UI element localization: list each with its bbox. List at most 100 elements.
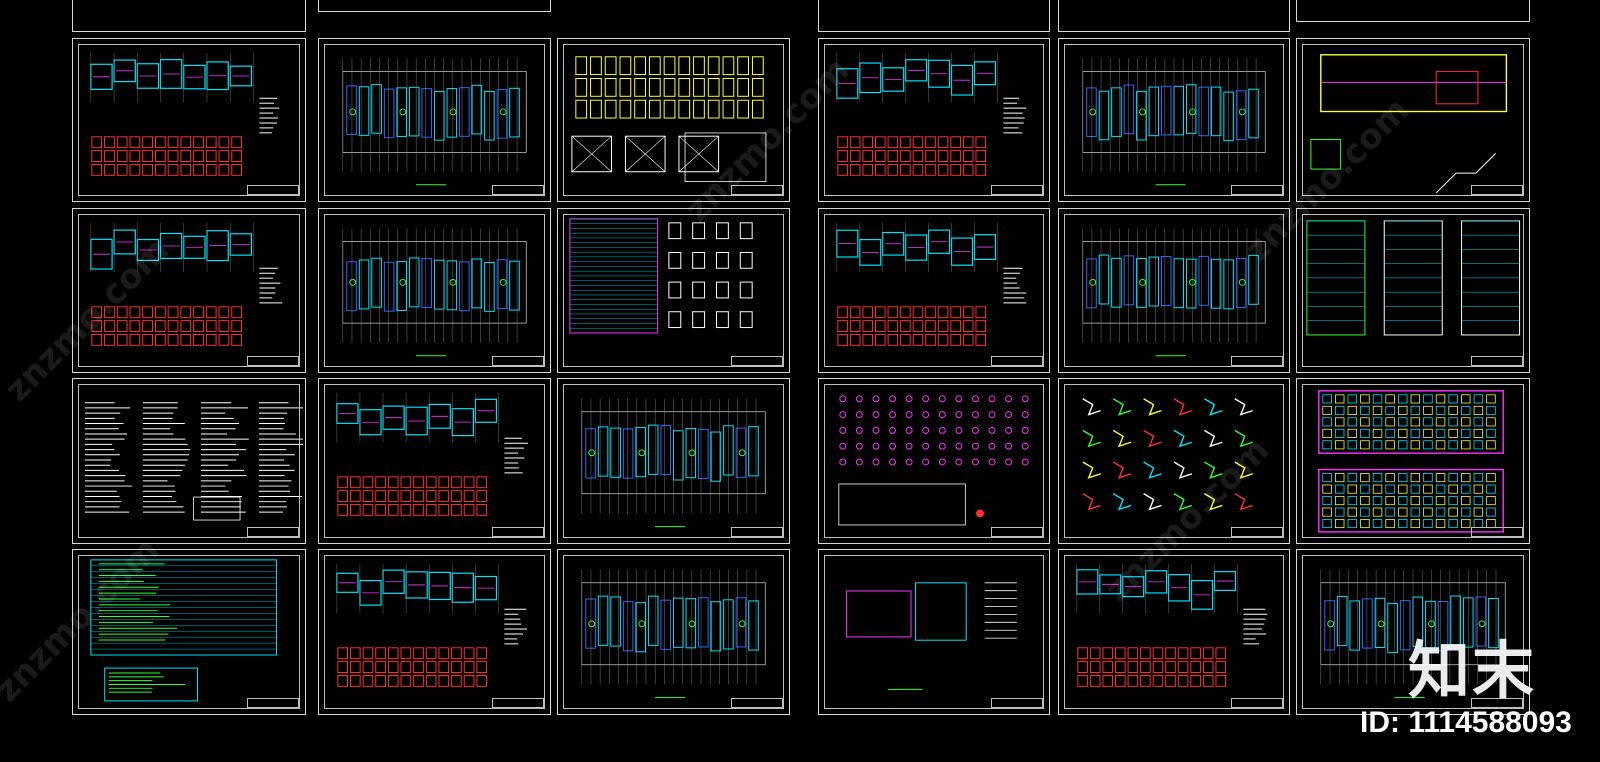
sheet-plan-1	[72, 38, 306, 202]
drawing-content	[336, 392, 529, 516]
sheet-inner-frame	[78, 44, 300, 196]
title-block	[991, 527, 1043, 537]
sheet-node-details	[1058, 378, 1290, 544]
title-block	[991, 698, 1043, 708]
sheet-stair-details	[818, 549, 1050, 715]
sheet-floor-plan-g	[1296, 549, 1530, 715]
drawing-content	[342, 228, 527, 357]
sheet-inner-frame	[824, 555, 1044, 709]
title-block	[247, 356, 299, 366]
title-block	[991, 185, 1043, 195]
title-block	[731, 527, 783, 537]
title-block	[1231, 527, 1283, 537]
sheet-floor-plan-f	[1058, 208, 1290, 373]
drawing-content	[836, 222, 1027, 346]
sheet-elevations	[1296, 378, 1530, 544]
sheet-sections	[1296, 208, 1530, 373]
drawing-content	[1310, 54, 1508, 194]
title-block	[247, 527, 299, 537]
sheet-inner-frame	[563, 44, 784, 196]
drawing-content	[342, 58, 527, 186]
title-block	[492, 698, 544, 708]
sheet-top-partial-1	[72, 0, 306, 32]
drawing-content	[1076, 563, 1268, 687]
title-block	[492, 356, 544, 366]
title-block	[731, 356, 783, 366]
sheet-inner-frame	[824, 384, 1044, 538]
drawing-content	[90, 52, 280, 176]
sheet-inner-frame	[563, 384, 784, 538]
title-block	[1471, 527, 1523, 537]
title-block	[492, 185, 544, 195]
sheet-inner-frame	[1302, 384, 1524, 538]
title-block	[1471, 356, 1523, 366]
sheet-inner-frame	[78, 384, 300, 538]
sheet-inner-frame	[1064, 555, 1284, 709]
title-block	[247, 698, 299, 708]
sheet-top-partial-3	[818, 0, 1050, 32]
title-block	[492, 527, 544, 537]
drawing-content	[1306, 220, 1521, 336]
sheet-inner-frame	[78, 555, 300, 709]
sheet-plan-4	[318, 549, 551, 715]
title-block	[731, 698, 783, 708]
sheet-floor-plan-e	[1058, 38, 1290, 202]
drawing-content	[569, 218, 753, 334]
title-block	[731, 185, 783, 195]
sheet-inner-frame	[563, 555, 784, 709]
drawing-content	[336, 563, 527, 687]
sheet-inner-frame	[1064, 384, 1284, 538]
title-block	[1231, 185, 1283, 195]
id-watermark: ID: 1114588093	[1360, 706, 1572, 739]
sheet-top-partial-2	[318, 0, 551, 12]
drawing-content	[1320, 569, 1506, 699]
drawing-content	[846, 582, 1017, 690]
sheet-top-partial-5	[1296, 0, 1530, 22]
sheet-column-details	[557, 208, 790, 373]
drawing-content	[581, 398, 766, 528]
sheet-inner-frame	[824, 44, 1044, 196]
sheet-inner-frame	[824, 214, 1044, 367]
sheet-legend-tables	[72, 549, 306, 715]
drawing-content	[1082, 58, 1266, 186]
title-block	[1471, 698, 1523, 708]
sheet-floor-plan-b	[318, 208, 551, 373]
sheet-plan-7	[1058, 549, 1290, 715]
drawing-content	[1318, 390, 1504, 533]
drawing-content	[581, 569, 766, 699]
drawing-content	[836, 52, 1027, 176]
sheet-inner-frame	[78, 214, 300, 367]
sheet-pile-layout	[818, 378, 1050, 544]
drawing-content	[84, 402, 304, 521]
sheet-notes	[72, 378, 306, 544]
sheet-top-partial-4	[1058, 0, 1290, 32]
drawing-content	[90, 559, 277, 702]
sheet-foundation	[557, 38, 790, 202]
sheet-plan-5	[818, 38, 1050, 202]
sheet-inner-frame	[324, 44, 545, 196]
sheet-inner-frame	[563, 214, 784, 367]
sheet-inner-frame	[1064, 214, 1284, 367]
sheet-floor-plan-c	[557, 378, 790, 544]
title-block	[247, 185, 299, 195]
sheet-inner-frame	[1302, 555, 1524, 709]
sheet-inner-frame	[324, 384, 545, 538]
drawing-content	[571, 56, 767, 182]
title-block	[1231, 698, 1283, 708]
sheet-inner-frame	[1302, 214, 1524, 367]
drawing-content	[838, 395, 1029, 526]
sheet-beam-plan	[1296, 38, 1530, 202]
title-block	[1231, 356, 1283, 366]
drawing-content	[1082, 398, 1253, 511]
sheet-plan-2	[72, 208, 306, 373]
title-block	[1471, 185, 1523, 195]
sheet-inner-frame	[324, 555, 545, 709]
sheet-floor-plan-d	[557, 549, 790, 715]
sheet-floor-plan-a	[318, 38, 551, 202]
sheet-inner-frame	[1302, 44, 1524, 196]
drawing-content	[1082, 228, 1266, 357]
sheet-plan-3	[318, 378, 551, 544]
sheet-inner-frame	[324, 214, 545, 367]
title-block	[991, 356, 1043, 366]
drawing-content	[90, 222, 283, 346]
